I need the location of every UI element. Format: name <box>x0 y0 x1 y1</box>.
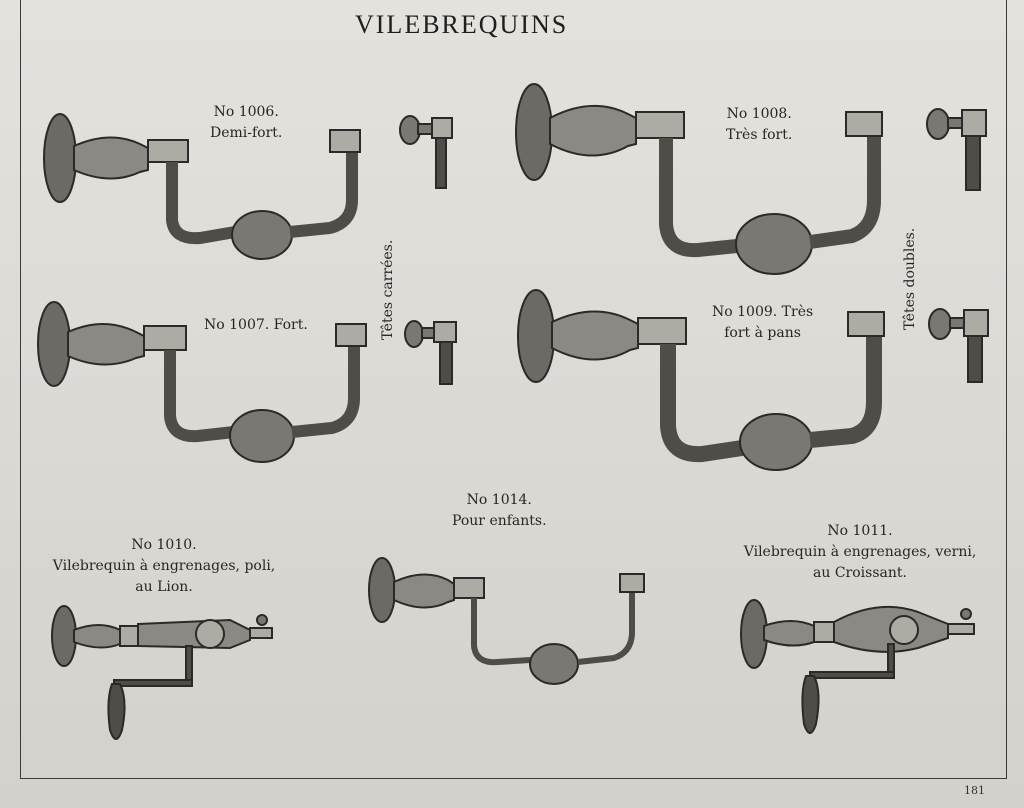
item-1009-label: No 1009. Très fort à pans <box>712 304 814 341</box>
item-1010-label: No 1010. Vilebrequin à engrenages, poli,… <box>52 537 276 595</box>
item-1006-label: No 1006. Demi-fort. <box>210 104 283 141</box>
page-number: 181 <box>964 784 985 797</box>
brace-1014-illustration <box>368 557 645 685</box>
brace-1007-illustration <box>37 301 367 463</box>
gear-brace-1010-illustration <box>51 605 273 740</box>
item-1014-label: No 1014. Pour enfants. <box>452 492 547 529</box>
item-1011-label: No 1011. Vilebrequin à engrenages, verni… <box>743 523 977 581</box>
gear-brace-1011-illustration <box>740 599 975 734</box>
page-title: VILEBREQUINS <box>355 10 569 39</box>
double-head-top-illustration <box>926 108 987 191</box>
double-heads-label: Têtes doubles. <box>902 227 918 330</box>
square-heads-label: Têtes carrées. <box>380 239 396 340</box>
item-1008-label: No 1008. Très fort. <box>726 106 793 143</box>
double-head-bottom-illustration <box>928 308 989 383</box>
brace-1006-illustration <box>43 113 361 260</box>
brace-1008-illustration <box>515 83 883 275</box>
brace-1009-illustration <box>517 289 885 471</box>
item-1007-label: No 1007. Fort. <box>204 317 308 333</box>
square-head-top-illustration <box>399 115 453 189</box>
page-frame <box>20 0 1007 779</box>
square-head-bottom-illustration <box>404 320 457 385</box>
